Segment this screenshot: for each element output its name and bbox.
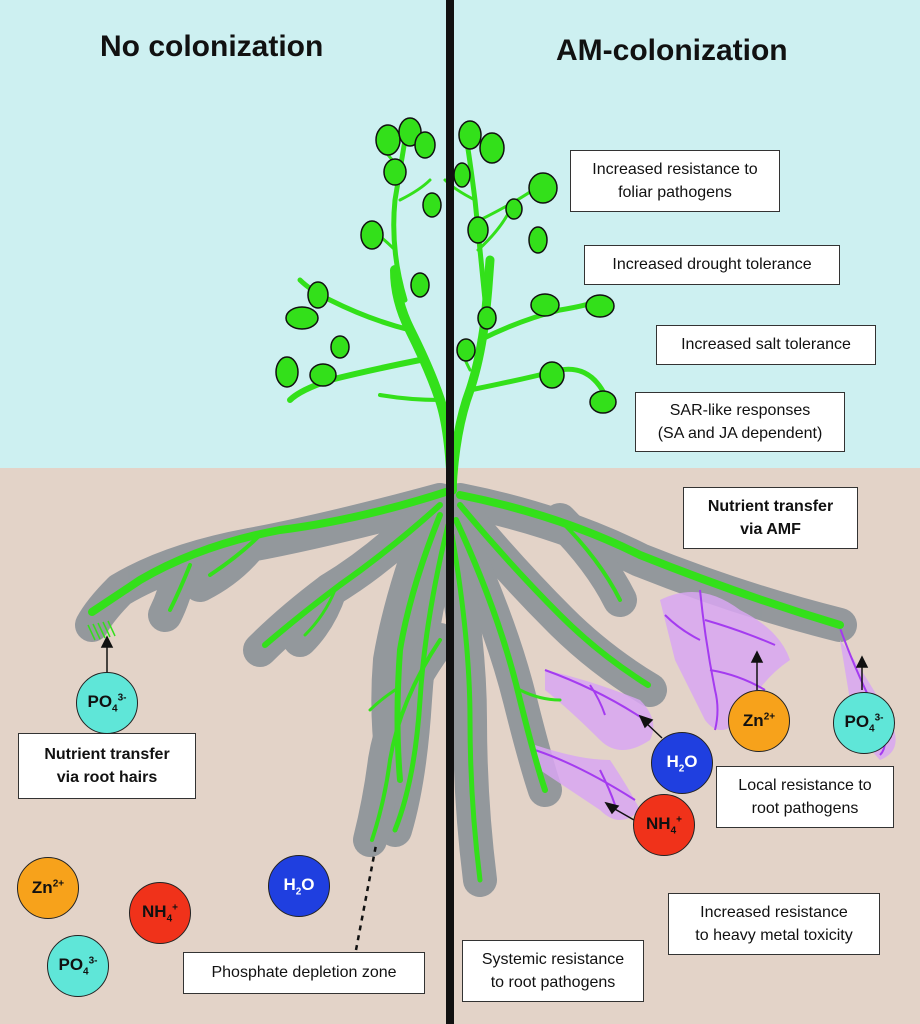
label-line: to root pathogens [490,974,616,991]
label-line: (SA and JA dependent) [657,425,823,442]
root-hairs [87,620,116,641]
label-line: Local resistance to [738,776,872,794]
ion-formula: H2O [283,874,315,898]
phosphate-ion-circle: PO43- [47,935,109,997]
label-line: Systemic resistance [481,950,625,968]
label-drought-tolerance: Increased drought tolerance [584,245,840,285]
ion-formula: H2O [666,751,698,775]
label-local-resistance: Local resistance to root pathogens [716,766,894,828]
label-line: Nutrient transfer [707,497,834,515]
zinc-ion-circle: Zn2+ [17,857,79,919]
label-line: via AMF [740,521,801,538]
label-foliar-resistance: Increased resistance to foliar pathogens [570,150,780,212]
label-nutrient-transfer-root-hairs: Nutrient transfer via root hairs [18,733,196,799]
label-nutrient-transfer-amf: Nutrient transfer via AMF [683,487,858,549]
label-salt-tolerance: Increased salt tolerance [656,325,876,365]
ammonium-ion-circle: NH4+ [633,794,695,856]
ion-formula: PO43- [87,691,127,715]
label-sar-responses: SAR-like responses (SA and JA dependent) [635,392,845,452]
ion-formula: NH4+ [646,813,682,837]
label-line: Increased drought tolerance [612,256,812,274]
label-phosphate-depletion-zone: Phosphate depletion zone [183,952,425,994]
ion-formula: Zn2+ [742,711,776,730]
ion-formula: NH4+ [142,901,178,925]
water-circle: H2O [651,732,713,794]
ion-formula: Zn2+ [31,878,65,897]
label-line: Nutrient transfer [44,745,170,763]
label-line: via root hairs [56,769,158,786]
label-line: Increased salt tolerance [681,336,851,354]
label-line: Phosphate depletion zone [211,964,397,982]
label-line: SAR-like responses [669,401,811,419]
label-line: root pathogens [751,800,859,817]
zinc-ion-circle: Zn2+ [728,690,790,752]
phosphate-leader [354,844,378,951]
heading-no-colonization: No colonization [100,30,324,63]
heading-am-colonization: AM-colonization [556,34,788,67]
label-line: to heavy metal toxicity [695,927,853,944]
ammonium-ion-circle: NH4+ [129,882,191,944]
phosphate-ion-circle: PO43- [833,692,895,754]
label-line: Increased resistance to [592,160,758,178]
center-divider [446,0,454,1024]
water-circle: H2O [268,855,330,917]
ion-formula: PO43- [844,711,884,735]
phosphate-ion-circle: PO43- [76,672,138,734]
arrows [100,635,869,821]
label-line: Increased resistance [700,903,848,921]
leaves [275,117,617,414]
sky-background [0,0,920,468]
label-line: foliar pathogens [618,184,732,201]
label-systemic-resistance: Systemic resistance to root pathogens [462,940,644,1002]
ion-formula: PO43- [58,954,98,978]
label-heavy-metal-resistance: Increased resistance to heavy metal toxi… [668,893,880,955]
